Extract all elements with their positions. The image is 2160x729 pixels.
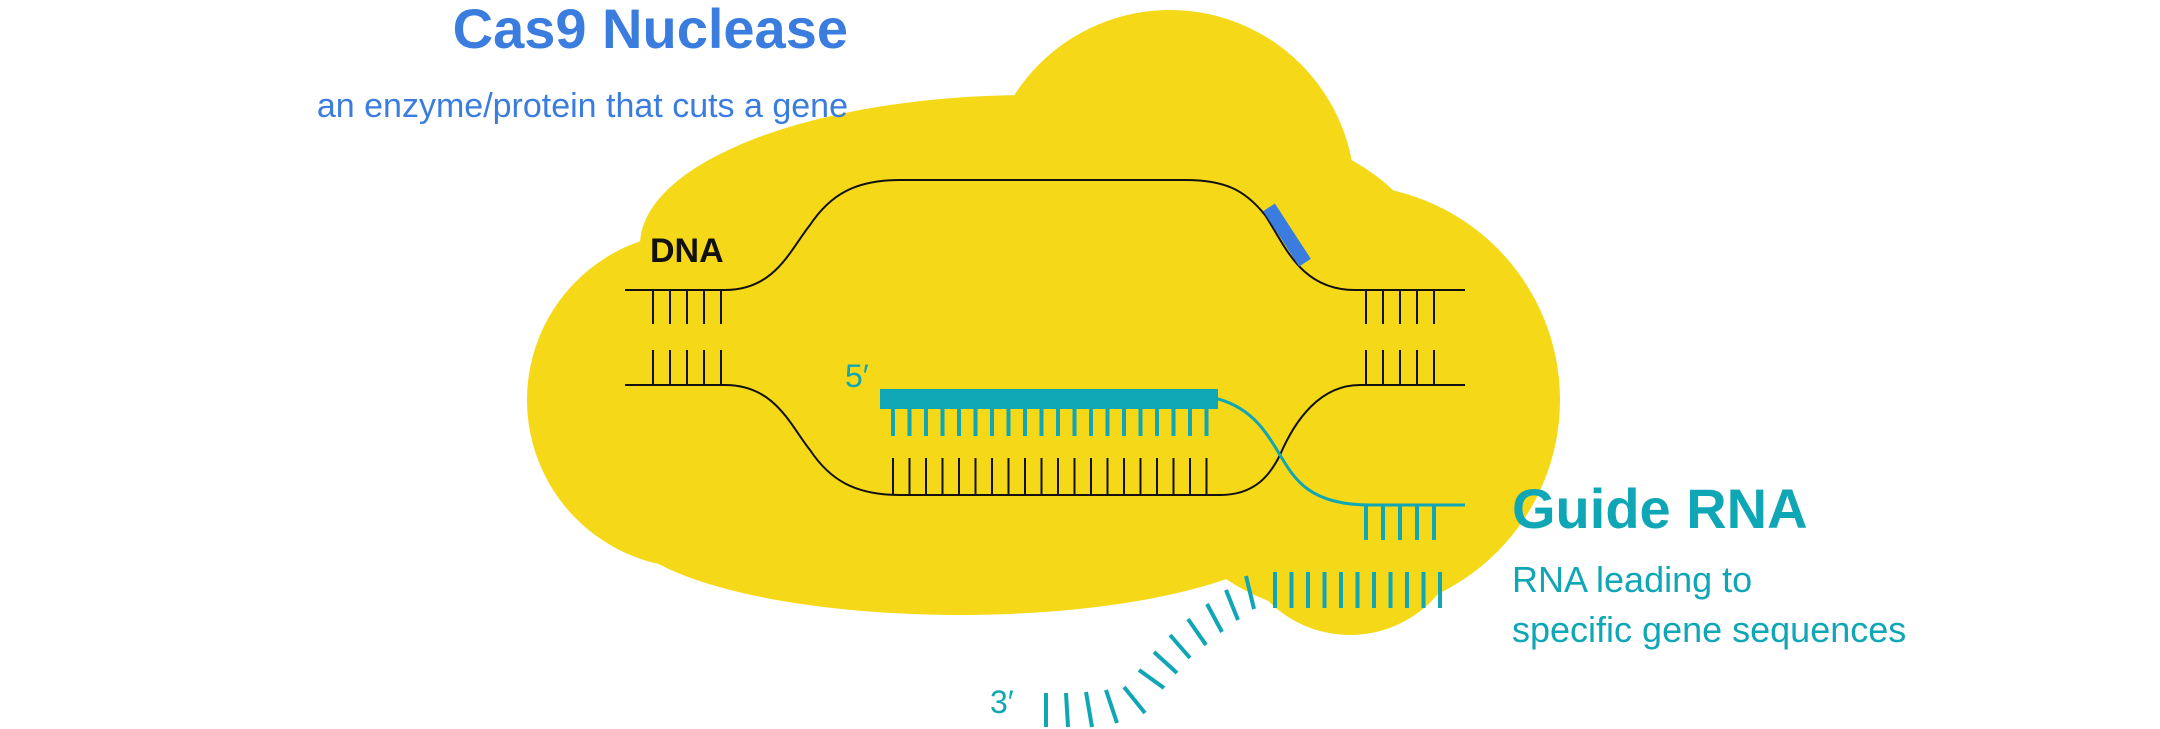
rna-tail-tick [1186,617,1208,647]
three-prime-label: 3′ [990,684,1014,720]
five-prime-label: 5′ [845,358,869,394]
guide-rna-strand [1209,395,1465,507]
dna-bottom-strand [625,384,1465,496]
guide-rna-bases [891,409,1436,540]
rna-tail-tick [1137,668,1166,690]
cas9-subtitle: an enzyme/protein that cuts a gene [317,87,848,125]
rna-tail-tick [1224,589,1240,621]
guide-rna-subtitle-line1: RNA leading to [1512,559,1752,600]
dna-top-strand [625,179,1465,291]
guide-rna-tail [1044,572,1442,728]
guide-rna [880,389,1465,728]
rna-tail-tick [1168,633,1192,660]
rna-tail-tick [1122,685,1147,715]
rna-tail-tick [1104,689,1119,724]
guide-rna-title: Guide RNA [1512,477,1808,540]
guide-rna-subtitle-line2: specific gene sequences [1512,609,1906,650]
guide-rna-bar [880,389,1218,409]
dna-label: DNA [650,232,724,270]
rna-tail-tick [1152,650,1179,675]
rna-tail-tick [1205,603,1224,633]
dna-base-pairs [652,290,1435,495]
dna-double-strand [625,179,1465,496]
rna-tail-tick [1084,691,1094,728]
cas9-title: Cas9 Nuclease [453,0,848,60]
blob-lower-left [620,425,1300,615]
rna-tail-tick [1244,575,1256,610]
cas9-cut-site-marker [1263,203,1311,267]
rna-tail-tick [1064,692,1070,728]
